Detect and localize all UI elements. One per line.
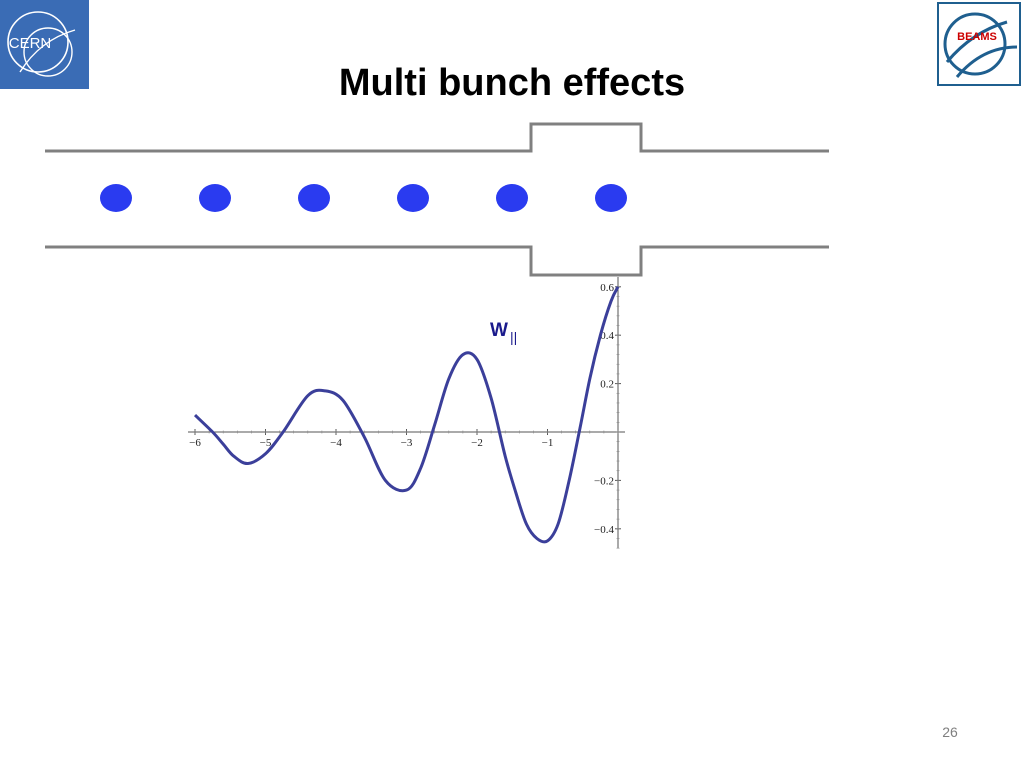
- beams-logo: BEAMS: [937, 2, 1021, 86]
- bunch-4: [397, 184, 429, 212]
- bunch-6: [595, 184, 627, 212]
- wake-chart: −6 −5 −4 −3 −2 −1 0.6 0.4 0.2 −0.2 −0.4 W||: [188, 277, 625, 549]
- cern-logo-text: CERN: [9, 35, 52, 52]
- bunch-5: [496, 184, 528, 212]
- x-tick-label-3: −4: [330, 437, 342, 449]
- bunch-train: [100, 184, 627, 212]
- slide-number: 26: [942, 724, 958, 740]
- y-tick-group: 0.6 0.4 0.2 −0.2 −0.4: [594, 282, 621, 549]
- wake-function-line: [193, 286, 620, 544]
- x-tick-label-5: −2: [471, 437, 483, 449]
- y-tick-label-2: 0.4: [600, 330, 614, 342]
- beam-pipe: [45, 122, 829, 277]
- x-tick-label-4: −3: [401, 437, 413, 449]
- wake-label-subscript: ||: [510, 329, 517, 345]
- beam-pipe-lower-wall: [45, 245, 829, 277]
- y-tick-label-4: −0.2: [594, 475, 614, 487]
- slide-title: Multi bunch effects: [338, 62, 686, 104]
- y-tick-label-5: −0.4: [594, 524, 614, 536]
- beam-pipe-upper-wall: [45, 122, 829, 153]
- x-tick-label-1: −6: [189, 437, 201, 449]
- wake-label: W||: [490, 320, 517, 345]
- beams-logo-text: BEAMS: [957, 31, 997, 43]
- y-tick-label-3: 0.2: [600, 379, 614, 391]
- bunch-2: [199, 184, 231, 212]
- x-tick-group: −6 −5 −4 −3 −2 −1: [189, 429, 619, 449]
- x-tick-label-2: −5: [260, 437, 272, 449]
- bunch-3: [298, 184, 330, 212]
- y-tick-label-1: 0.6: [600, 282, 614, 294]
- bunch-1: [100, 184, 132, 212]
- wake-label-main: W: [490, 320, 508, 341]
- x-tick-label-6: −1: [542, 437, 554, 449]
- cern-logo: CERN: [0, 0, 89, 89]
